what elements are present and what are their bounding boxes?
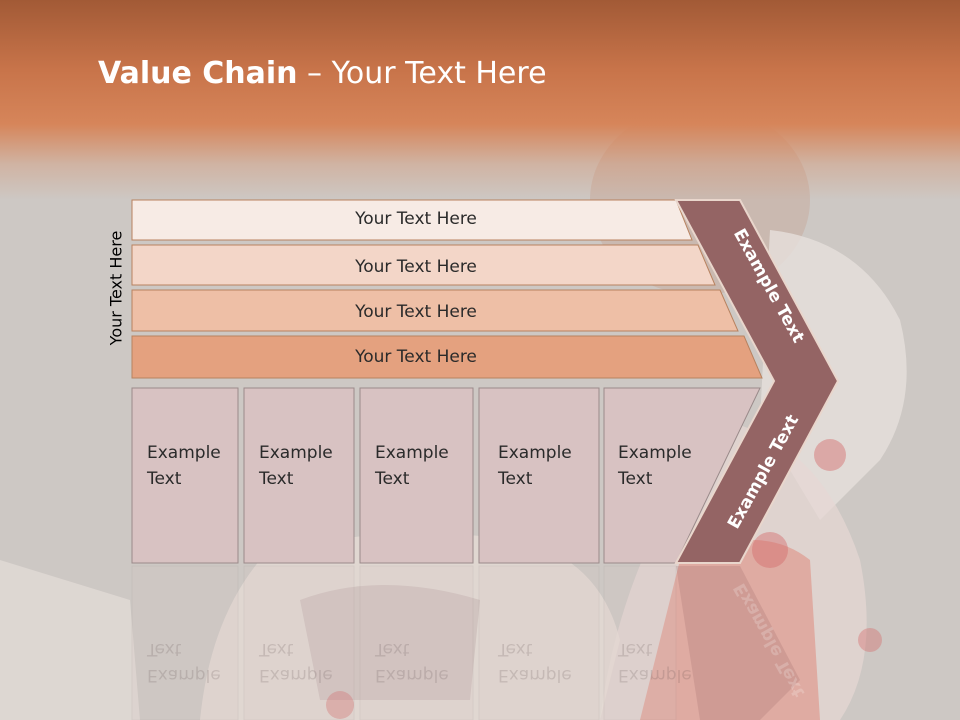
bar-3 <box>131 289 739 332</box>
bar-1-label: Your Text Here <box>355 209 477 229</box>
column-4 <box>478 387 600 564</box>
bar-2-label: Your Text Here <box>355 257 477 277</box>
bar-4 <box>131 335 763 379</box>
bar-2 <box>131 244 716 286</box>
column-4-line2: Text <box>498 469 533 489</box>
column-3-label: Example Text <box>375 440 449 492</box>
column-2-label: Example Text <box>259 440 333 492</box>
column-1-line1: Example <box>147 443 221 463</box>
column-1 <box>131 387 239 564</box>
column-2 <box>243 387 355 564</box>
bar-1 <box>131 199 693 241</box>
bar-4-label: Your Text Here <box>355 347 477 367</box>
column-4-label: Example Text <box>498 440 572 492</box>
column-3-line1: Example <box>375 443 449 463</box>
column-2-line2: Text <box>259 469 294 489</box>
column-5-label: Example Text <box>618 440 692 492</box>
column-3 <box>359 387 474 564</box>
column-2-line1: Example <box>259 443 333 463</box>
title-rest: – Your Text Here <box>297 56 547 91</box>
header-band <box>0 0 960 200</box>
title-bold: Value Chain <box>98 56 298 91</box>
bar-3-label: Your Text Here <box>355 302 477 322</box>
column-1-label: Example Text <box>147 440 221 492</box>
chevron-arrow <box>674 199 840 564</box>
column-3-line2: Text <box>375 469 410 489</box>
column-5-line1: Example <box>618 443 692 463</box>
page-title: Value Chain – Your Text Here <box>98 52 547 96</box>
column-1-line2: Text <box>147 469 182 489</box>
column-4-line1: Example <box>498 443 572 463</box>
column-5-line2: Text <box>618 469 653 489</box>
chevron-reflection <box>676 566 800 720</box>
